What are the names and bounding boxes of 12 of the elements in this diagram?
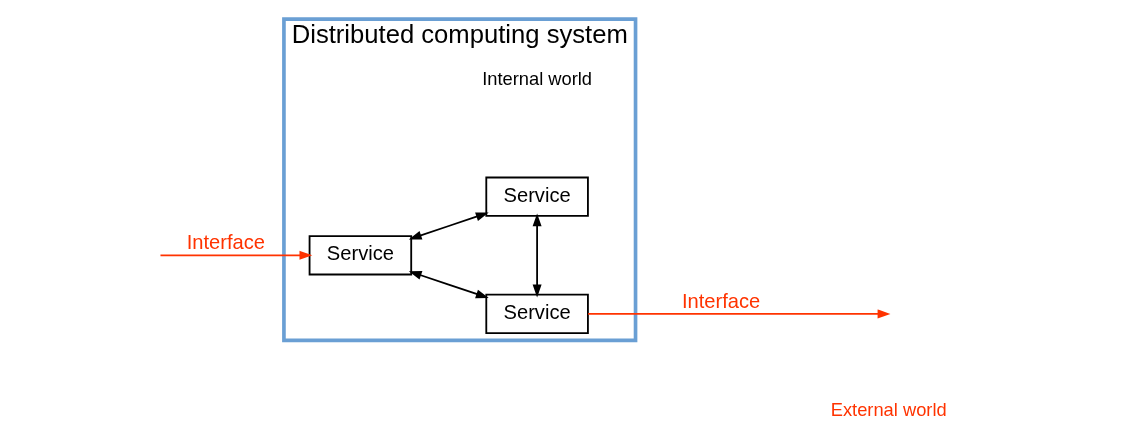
arrow — [532, 213, 542, 298]
edge-label: Interface — [186, 231, 265, 254]
arrow — [159, 250, 312, 260]
label: External world — [830, 398, 947, 420]
edge-label: Interface — [681, 290, 760, 313]
arrow — [408, 212, 489, 240]
arrow — [408, 271, 489, 299]
arrow — [586, 309, 890, 319]
node-box: Service — [484, 176, 589, 217]
node-box: Service — [308, 235, 412, 276]
label: Internal world — [481, 67, 592, 89]
node-box: Service — [484, 293, 589, 335]
